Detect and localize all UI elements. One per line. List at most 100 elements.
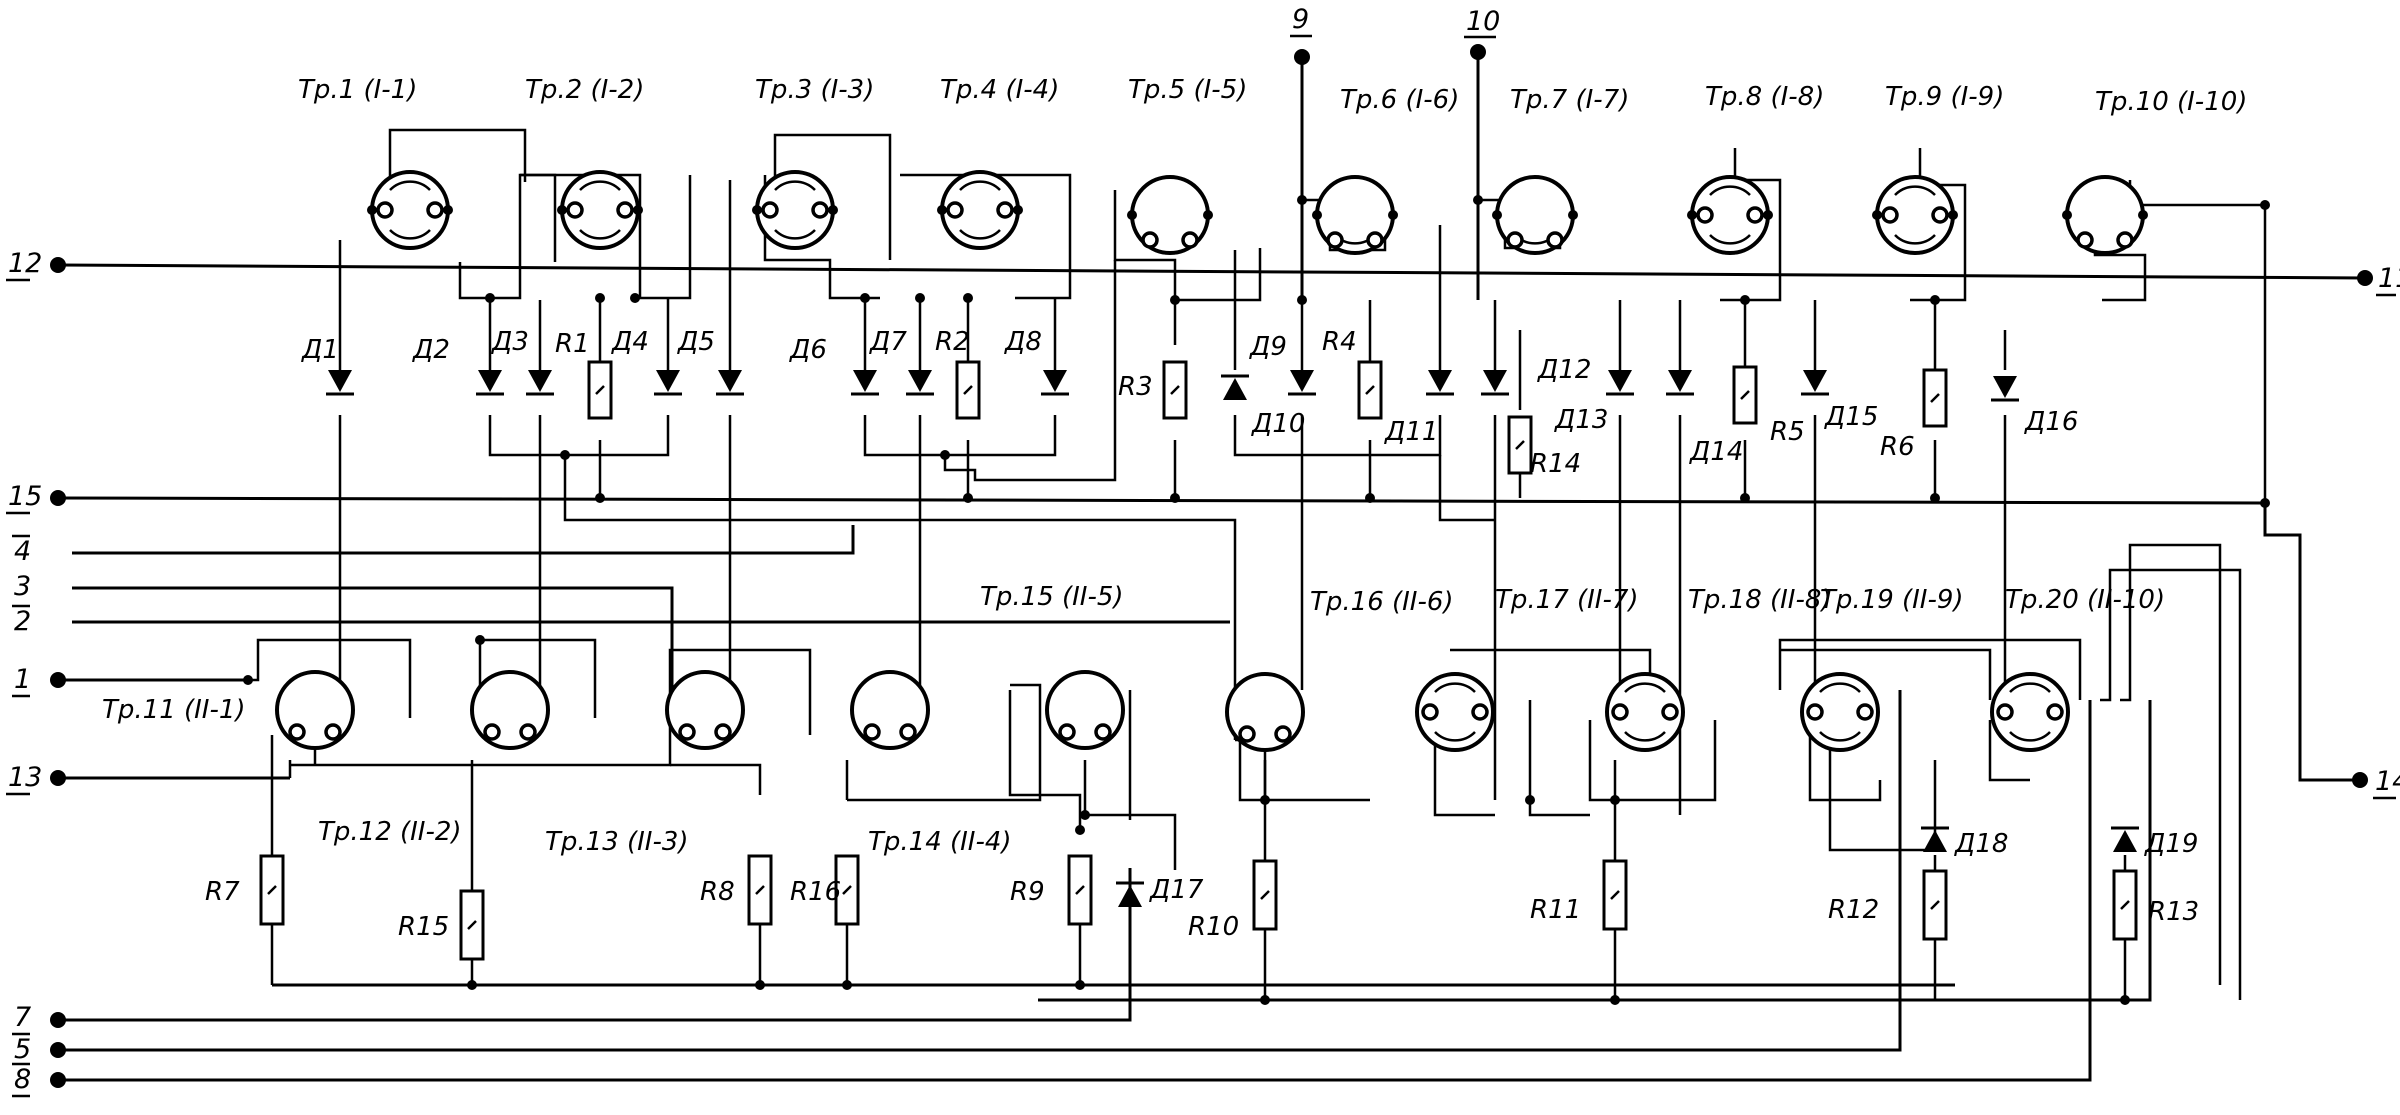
resistor-r3 [1162, 360, 1188, 420]
label-r5: R5 [1770, 417, 1805, 447]
label-r12: R12 [1828, 895, 1879, 925]
core-tp12 [470, 670, 550, 750]
label-d6: Д6 [789, 335, 827, 365]
label-tp3: Tp.3 (I-3) [755, 75, 874, 105]
diodes [326, 370, 2139, 907]
label-r14: R14 [1530, 449, 1581, 479]
label-tp8: Tp.8 (I-8) [1705, 82, 1824, 112]
label-d19: Д19 [2144, 829, 2198, 859]
core-tp3 [752, 170, 838, 250]
resistor-r6 [1922, 368, 1948, 428]
resistors [259, 360, 2138, 1000]
label-tp2: Tp.2 (I-2) [525, 75, 644, 105]
label-d12: Д12 [1537, 355, 1591, 385]
pin-label-13: 13 [8, 762, 42, 793]
core-tp6 [1312, 175, 1398, 255]
terminal-5[interactable] [50, 1042, 66, 1058]
pin-label-12: 12 [8, 248, 42, 279]
label-tp15: Tp.15 (II-5) [980, 582, 1124, 612]
label-r11: R11 [1530, 895, 1581, 925]
core-tp4 [937, 170, 1023, 250]
resistor-r1 [587, 360, 613, 420]
core-tp7 [1492, 175, 1578, 255]
label-d16: Д16 [2024, 407, 2078, 437]
wire-14 [2263, 503, 2360, 782]
core-tp15 [1045, 670, 1125, 750]
diode-d7 [906, 370, 934, 396]
label-r13: R13 [2148, 897, 2199, 927]
label-r6: R6 [1880, 432, 1915, 462]
terminal-12[interactable] [50, 257, 66, 273]
resistor-labels: R1 R2 R3 R4 R5 R6 R7 R8 R9 R10 R11 R12 R… [205, 327, 2199, 942]
diode-d10 [1288, 370, 1316, 396]
junctions [243, 195, 2270, 1005]
label-tp6: Tp.6 (I-6) [1340, 85, 1459, 115]
diode-d2 [476, 370, 504, 396]
diode-d17 [1116, 881, 1144, 907]
terminal-7[interactable] [50, 1012, 66, 1028]
label-tp14: Tp.14 (II-4) [868, 827, 1012, 857]
bus-lines [57, 52, 2366, 1082]
label-d9: Д9 [1249, 332, 1287, 362]
label-tp11: Tp.11 (II-1) [102, 695, 246, 725]
terminal-13[interactable] [50, 770, 66, 786]
resistor-r2 [955, 360, 981, 420]
terminal-9[interactable] [1294, 49, 1310, 65]
label-tp20: Tp.20 (II-10) [2005, 585, 2165, 615]
terminal-14[interactable] [2352, 772, 2368, 788]
resistor-r8 [747, 854, 773, 926]
pin-label-11: 11 [2378, 263, 2400, 294]
core-tp17 [1415, 672, 1495, 752]
core-tp8 [1687, 175, 1773, 255]
pin-label-5: 5 [14, 1034, 31, 1065]
pin-label-15: 15 [8, 481, 42, 512]
wire-7 [58, 868, 1132, 1022]
label-tp1: Tp.1 (I-1) [298, 75, 417, 105]
core-tp10 [2062, 175, 2148, 255]
label-d13: Д13 [1554, 405, 1608, 435]
pin-label-8: 8 [14, 1064, 31, 1095]
terminal-10[interactable] [1470, 44, 1486, 60]
label-d10: Д10 [1251, 409, 1305, 439]
label-tp16: Tp.16 (II-6) [1310, 587, 1454, 617]
diode-d15 [1801, 370, 1829, 396]
core-tp19 [1800, 672, 1880, 752]
diode-labels: Д1 Д2 Д3 Д4 Д5 Д6 Д7 Д8 Д9 Д10 Д11 Д12 Д… [301, 327, 2198, 905]
diode-d11 [1426, 370, 1454, 396]
label-tp18: Tp.18 (II-8) [1688, 585, 1832, 615]
label-r8: R8 [700, 877, 735, 907]
label-d14: Д14 [1689, 437, 1743, 467]
pin-label-14: 14 [2375, 766, 2400, 797]
core-tp5 [1127, 175, 1213, 255]
terminal-15[interactable] [50, 490, 66, 506]
pin-label-1: 1 [14, 664, 31, 695]
diode-d5 [654, 370, 682, 396]
label-tp9: Tp.9 (I-9) [1885, 82, 2004, 112]
resistor-r14 [1507, 415, 1533, 475]
label-d5: Д5 [677, 327, 715, 357]
diode-d5b [716, 370, 744, 396]
bus-12 [57, 263, 2366, 280]
resistor-r10 [1252, 859, 1278, 931]
core-tp13 [665, 670, 745, 750]
row-2-cores [275, 670, 2070, 752]
diode-d14 [1666, 370, 1694, 396]
core-tp2 [557, 170, 643, 250]
pin-label-9: 9 [1292, 4, 1309, 35]
label-d3: Д3 [491, 327, 529, 357]
label-r1: R1 [555, 329, 590, 359]
core-tp14 [850, 670, 930, 750]
label-d18: Д18 [1954, 829, 2008, 859]
terminal-8[interactable] [50, 1072, 66, 1088]
label-tp19: Tp.19 (II-9) [1820, 585, 1964, 615]
terminal-1[interactable] [50, 672, 66, 688]
core-tp1 [367, 170, 453, 250]
interconnect-wiring [248, 128, 2267, 1000]
resistor-r15 [459, 889, 485, 961]
resistor-r11 [1602, 859, 1628, 931]
pin-label-10: 10 [1466, 6, 1500, 37]
label-r15: R15 [398, 912, 449, 942]
terminal-11[interactable] [2357, 270, 2373, 286]
